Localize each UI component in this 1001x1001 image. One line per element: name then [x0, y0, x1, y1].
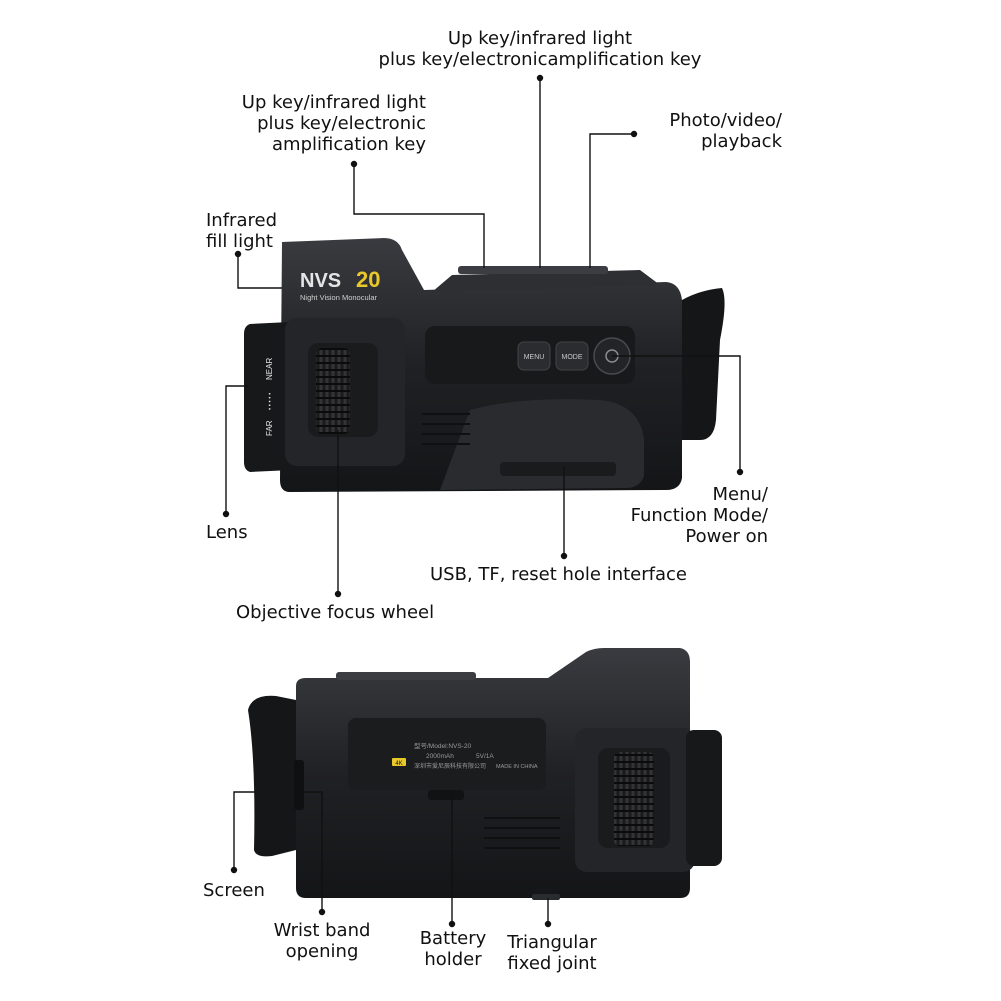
vent-lines	[422, 413, 470, 445]
callout-lines	[222, 74, 744, 928]
battery-plate	[348, 718, 546, 790]
grip	[440, 399, 644, 490]
brand-text: NVS	[300, 270, 341, 292]
near-label: NEAR	[265, 358, 274, 380]
top-button-strip	[458, 266, 608, 274]
menu-key	[517, 341, 551, 371]
callout-lens: Lens	[206, 522, 248, 543]
focus-dots: • • • • •	[268, 393, 274, 410]
callout-photo: Photo/video/ playback	[669, 110, 782, 152]
mode-key-label: MODE	[562, 354, 583, 361]
triangular-joint	[532, 894, 560, 900]
top-device	[244, 238, 725, 492]
bottom-top-strip	[336, 672, 476, 680]
plate-maker: 深圳市爱尼辰科技有限公司	[414, 762, 486, 770]
callout-focus: Objective focus wheel	[236, 602, 435, 623]
far-label: FAR	[265, 420, 274, 436]
callout-menu: Menu/ Function Mode/ Power on	[630, 484, 768, 547]
battery-latch	[428, 790, 464, 800]
callout-infrared: Infrared fill light	[206, 210, 277, 252]
device-printed-text: NVS 20 Night Vision Monocular MENU MODE …	[265, 267, 583, 770]
subtitle-text: Night Vision Monocular	[300, 293, 377, 302]
plate-origin: MADE IN CHINA	[496, 764, 538, 770]
plate-badge: 4K	[395, 761, 402, 767]
plate-model: 型号/Model:NVS-20	[414, 741, 471, 750]
menu-key-label: MENU	[524, 354, 545, 361]
bottom-wheel-ridges	[614, 752, 654, 846]
callout-screen: Screen	[203, 880, 265, 901]
eyepiece	[682, 288, 725, 440]
top-rim	[432, 270, 660, 292]
callout-usb: USB, TF, reset hole interface	[430, 564, 687, 585]
bottom-vent-lines	[484, 817, 560, 849]
callout-left-key: Up key/infrared light plus key/electroni…	[241, 92, 426, 155]
focus-wheel-ridges	[316, 348, 350, 434]
usb-port-cover	[500, 462, 616, 476]
callout-battery: Battery holder	[419, 928, 487, 970]
plate-input: 5V/1A	[476, 753, 494, 760]
callout-wrist: Wrist band opening	[273, 920, 371, 962]
bottom-eyepiece	[248, 695, 296, 857]
mode-key	[555, 341, 589, 371]
bottom-front-cap	[686, 730, 722, 866]
brand-suffix: 20	[356, 267, 380, 292]
callout-joint: Triangular fixed joint	[507, 932, 597, 974]
callout-top-key: Up key/infrared light plus key/electroni…	[378, 28, 702, 70]
plate-badge-bg	[392, 758, 406, 766]
lens-housing	[244, 322, 292, 472]
bottom-device	[248, 648, 722, 900]
plate-battery: 2000mAh	[426, 753, 454, 760]
wrist-strap-slot	[294, 760, 304, 810]
